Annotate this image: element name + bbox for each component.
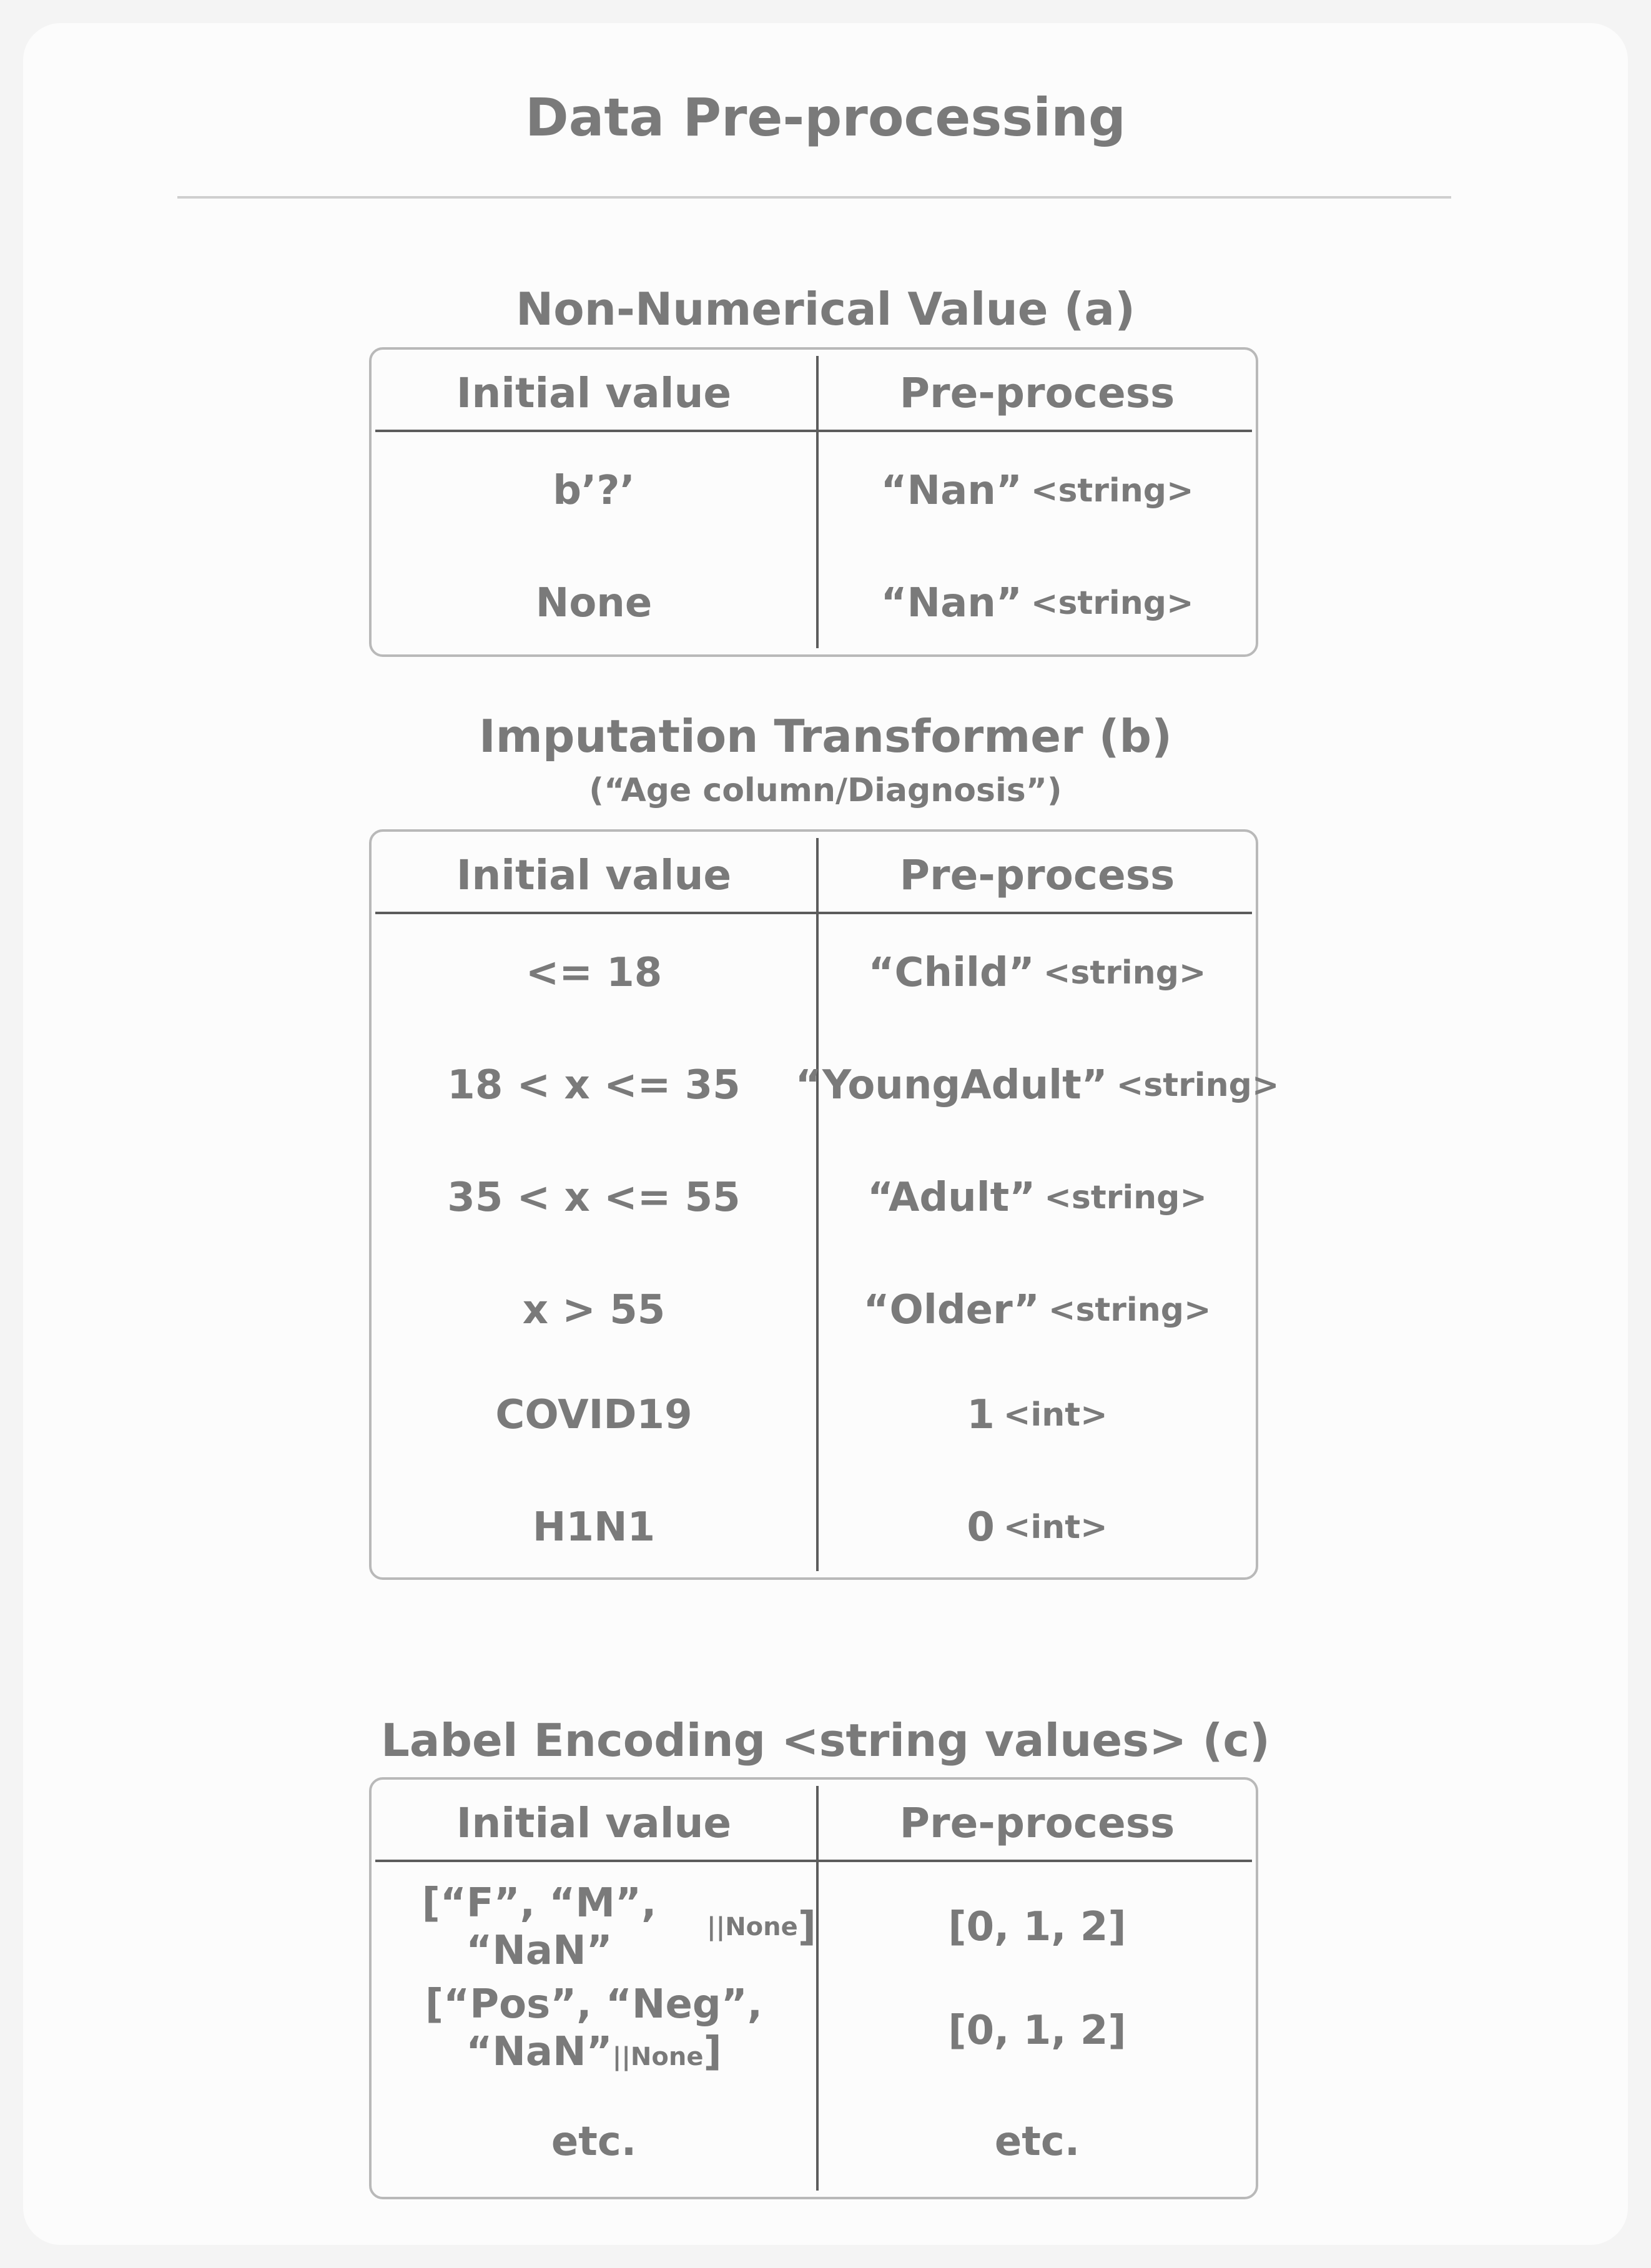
result-type: <int>: [1003, 1509, 1108, 1546]
initial-bracket: ]: [703, 2029, 722, 2075]
initial-none-suffix: ||None: [612, 2043, 704, 2071]
section-b-title: Imputation Transformer (b): [479, 710, 1172, 762]
result-value: “Child”: [868, 950, 1035, 996]
table-row-result: “Adult”<string>: [819, 1168, 1256, 1228]
column-divider: [816, 1786, 819, 2191]
result-value: “Nan”: [880, 580, 1022, 626]
header-initial-value: Initial value: [456, 369, 732, 417]
table-row-initial: <= 18: [525, 950, 663, 996]
result-value: “Adult”: [867, 1175, 1036, 1221]
table-row-result: “Older”<string>: [819, 1280, 1256, 1340]
table-row-initial: None: [535, 580, 653, 626]
section-a-title: Non-Numerical Value (a): [515, 283, 1136, 335]
initial-list: [“F”, “M”, “NaN”: [421, 1880, 657, 1974]
table-row-initial: H1N1: [532, 1504, 656, 1551]
initial-nan: “NaN”: [466, 2029, 613, 2075]
header-initial-value: Initial value: [456, 1799, 732, 1847]
result-type: <string>: [1043, 954, 1206, 992]
diagram-card: [23, 23, 1628, 2245]
table-row-result: [0, 1, 2]: [948, 2008, 1126, 2054]
result-value: “Older”: [863, 1287, 1040, 1333]
initial-line-1: [“Pos”, “Neg”,: [425, 1981, 763, 2028]
table-row-initial: 35 < x <= 55: [447, 1175, 741, 1221]
title-divider: [177, 196, 1451, 199]
result-type: <int>: [1003, 1396, 1108, 1434]
initial-none-suffix: ||None: [706, 1913, 798, 1941]
table-row-initial: etc.: [551, 2119, 637, 2165]
result-value: 0: [967, 1504, 995, 1551]
table-row-result: 1<int>: [819, 1385, 1256, 1445]
column-divider: [816, 838, 819, 1571]
header-divider: [375, 430, 1252, 432]
table-row-result: “YoungAdult”<string>: [796, 1055, 1279, 1115]
table-row-result: “Nan”<string>: [819, 573, 1256, 633]
table-row-result: “Nan”<string>: [819, 461, 1256, 521]
header-pre-process: Pre-process: [899, 851, 1175, 899]
section-c-title: Label Encoding <string values> (c): [381, 1714, 1270, 1767]
result-type: <string>: [1030, 584, 1194, 622]
table-row-result: “Child”<string>: [819, 943, 1256, 1003]
header-divider: [375, 912, 1252, 914]
result-type: <string>: [1116, 1067, 1279, 1104]
result-value: “Nan”: [880, 468, 1022, 514]
table-non-numerical: Initial value Pre-process b’?’ “Nan”<str…: [369, 347, 1258, 657]
table-imputation: Initial value Pre-process <= 18 “Child”<…: [369, 829, 1279, 1580]
table-row-initial: b’?’: [553, 468, 635, 514]
page-title: Data Pre-processing: [525, 87, 1126, 148]
header-divider: [375, 1860, 1252, 1862]
table-row-result: etc.: [994, 2119, 1080, 2165]
table-row-result: [0, 1, 2]: [948, 1904, 1126, 1950]
initial-line-2: “NaN”||None]: [466, 2028, 721, 2081]
table-row-initial: [“F”, “M”, “NaN” ||None]: [372, 1880, 816, 1974]
column-divider: [816, 356, 819, 648]
header-initial-value: Initial value: [456, 851, 732, 899]
initial-bracket: ]: [797, 1904, 816, 1950]
header-pre-process: Pre-process: [899, 369, 1175, 417]
header-pre-process: Pre-process: [899, 1799, 1175, 1847]
result-type: <string>: [1044, 1179, 1207, 1216]
section-b-subtitle: (“Age column/Diagnosis”): [589, 772, 1062, 809]
result-value: “YoungAdult”: [795, 1062, 1108, 1108]
result-value: 1: [967, 1392, 995, 1438]
table-row-initial: COVID19: [495, 1392, 692, 1438]
table-row-result: 0<int>: [819, 1497, 1256, 1557]
table-row-initial: [“Pos”, “Neg”, “NaN”||None]: [372, 1975, 816, 2087]
result-type: <string>: [1048, 1291, 1211, 1329]
table-row-initial: 18 < x <= 35: [447, 1062, 741, 1108]
table-label-encoding: Initial value Pre-process [“F”, “M”, “Na…: [369, 1777, 1258, 2199]
result-type: <string>: [1030, 472, 1194, 510]
table-row-initial: x > 55: [522, 1287, 666, 1333]
